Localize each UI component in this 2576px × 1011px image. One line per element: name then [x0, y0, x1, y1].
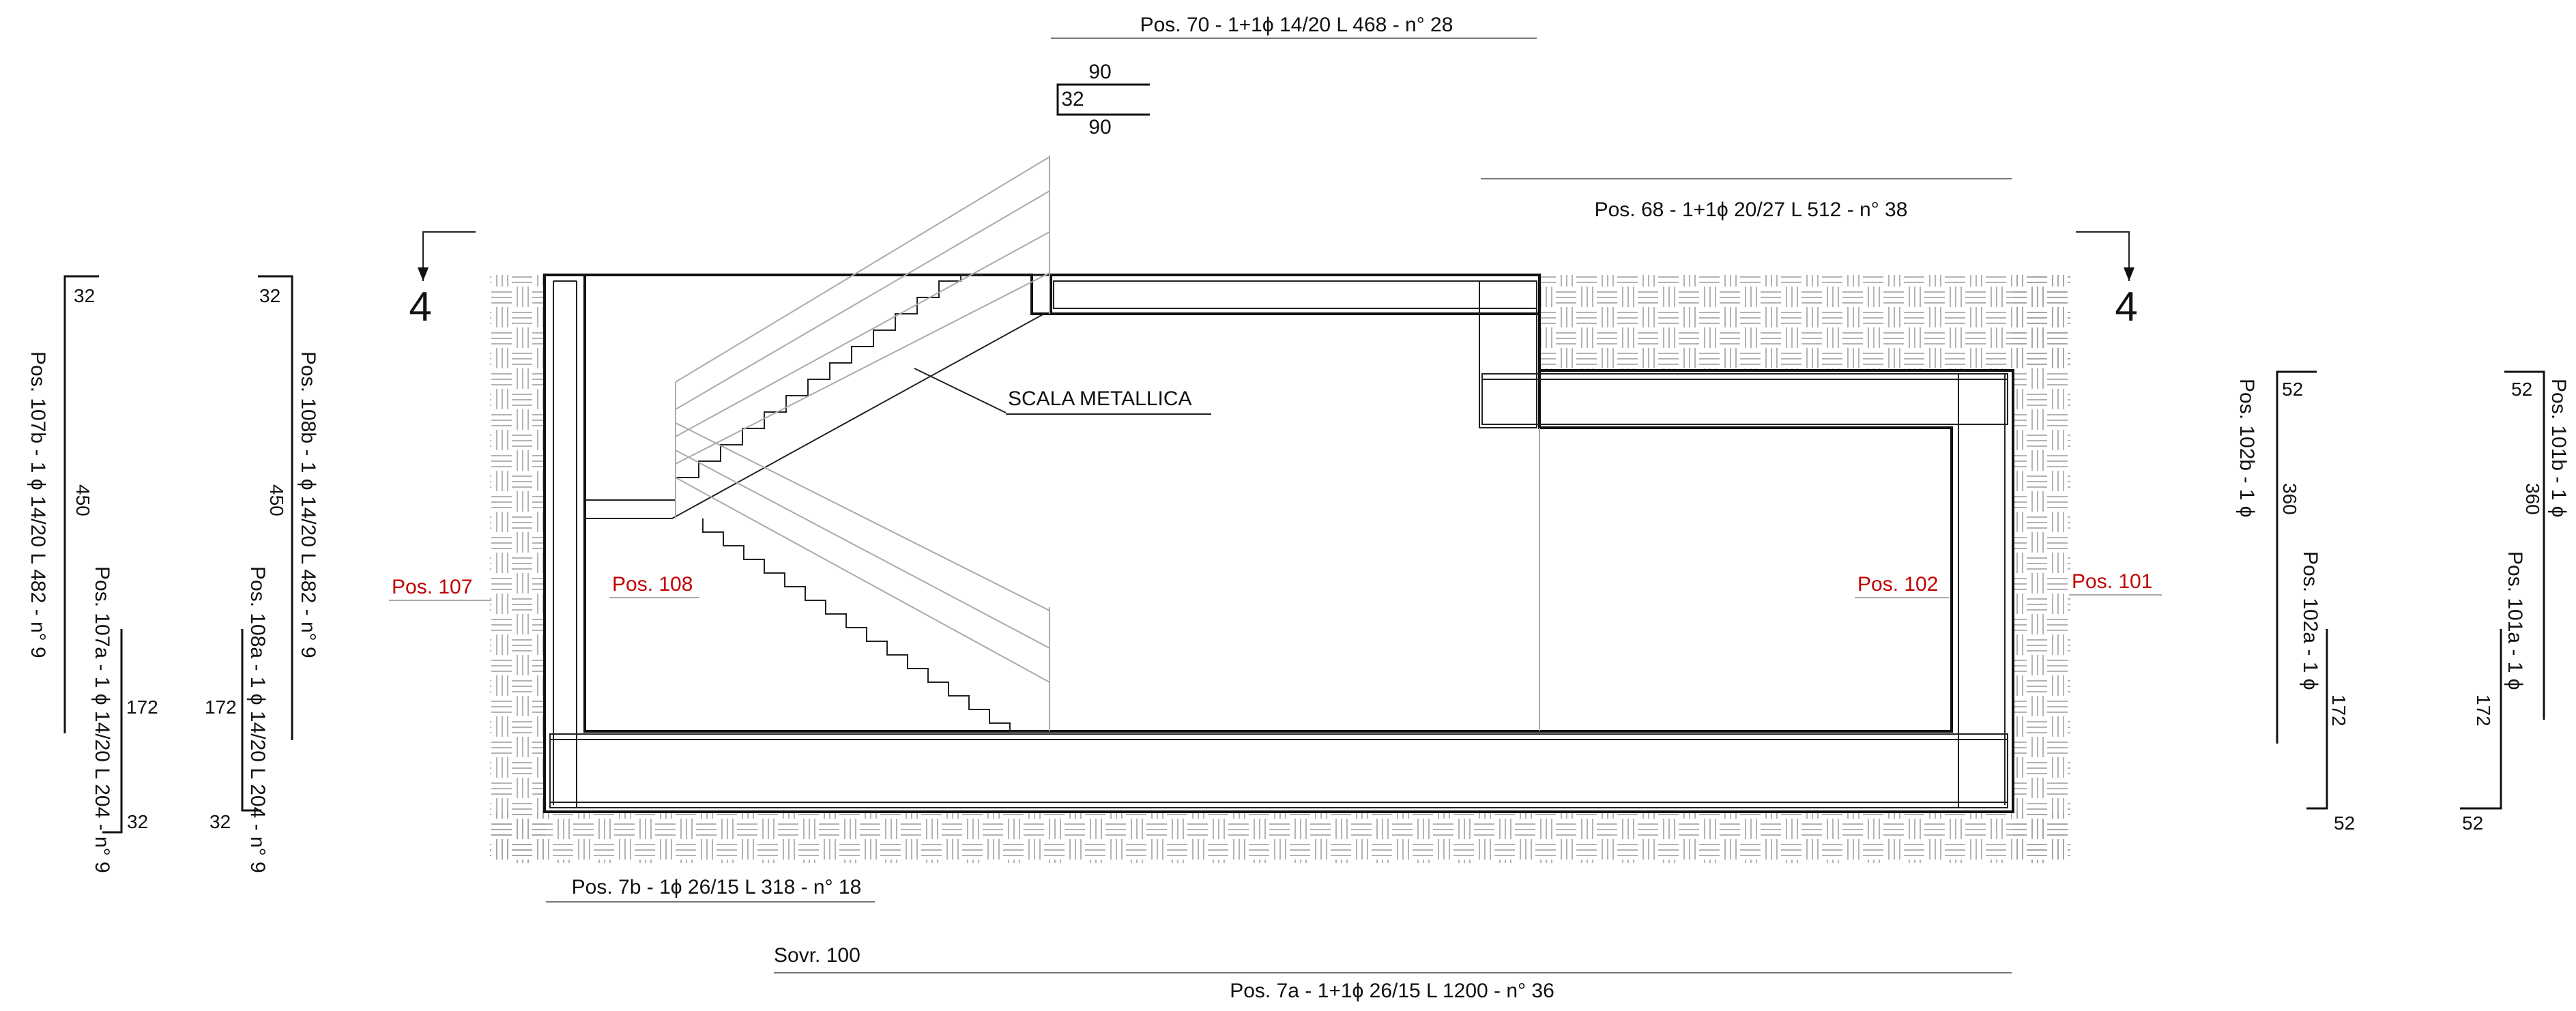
bar-108a-len: 172 — [205, 697, 237, 718]
bar-107a-shape — [102, 629, 123, 834]
soil-hatch-left — [490, 275, 546, 863]
pos102-label: Pos. 102 — [1857, 573, 1938, 596]
bar-102b-shape — [2276, 370, 2317, 744]
bar-101b-shape — [2504, 370, 2545, 720]
pos70-label: Pos. 70 - 1+1ϕ 14/20 L 468 - n° 28 — [1140, 14, 1453, 36]
bar-108b-label: Pos. 108b - 1 ϕ 14/20 L 482 - n° 9 — [297, 351, 319, 658]
bar-108b-len: 450 — [266, 484, 287, 516]
bar-102a-shape — [2306, 629, 2328, 810]
bar-107a: 172 32 Pos. 107a - 1 ϕ 14/20 L 204 - n° … — [91, 566, 158, 873]
bar-107b-shape — [63, 275, 99, 733]
upper-right-slab-rebar — [1481, 373, 2008, 425]
bar-107a-bottom-dim: 32 — [127, 811, 148, 832]
pos70-bar-shape: 90 32 90 — [1056, 61, 1150, 138]
bar-101a-label: Pos. 101a - 1 ϕ — [2504, 551, 2526, 690]
pos101-label: Pos. 101 — [2072, 570, 2152, 593]
sovr-label: Sovr. 100 — [774, 944, 860, 967]
scala-metallica-label: SCALA METALLICA — [1008, 387, 1192, 410]
soil-hatch — [490, 275, 2070, 863]
scala-leader — [914, 368, 1007, 413]
bar-101a-bottom-dim: 52 — [2462, 812, 2483, 834]
bar-101b-top-dim: 52 — [2511, 379, 2532, 400]
bar-102b: 52 360 Pos. 102b - 1 ϕ — [2235, 370, 2317, 744]
stair-handrail-2 — [675, 190, 1050, 410]
section-marker-left: 4 — [409, 231, 476, 329]
dim-90-top: 90 — [1088, 61, 1111, 83]
bar-101b: 52 360 Pos. 101b - 1 ϕ — [2504, 370, 2570, 720]
upper-stair-treads — [585, 274, 983, 501]
sovr-callout: Sovr. 100 — [774, 944, 860, 967]
bar-101a-shape — [2460, 629, 2502, 810]
bar-108a-shape — [241, 629, 261, 812]
metal-stair: SCALA METALLICA — [585, 156, 1211, 732]
bar-101a-len: 172 — [2473, 694, 2494, 727]
pos7a-label: Pos. 7a - 1+1ϕ 26/15 L 1200 - n° 36 — [1230, 980, 1554, 1002]
bar-108a-bottom-dim: 32 — [209, 811, 231, 832]
bar-102a-len: 172 — [2328, 694, 2349, 727]
soil-hatch-bottom — [490, 812, 2070, 863]
section-right-arrow-icon — [2124, 267, 2134, 281]
bar-107a-label: Pos. 107a - 1 ϕ 14/20 L 204 - n° 9 — [91, 566, 113, 873]
pos68-callout: Pos. 68 - 1+1ϕ 20/27 L 512 - n° 38 — [1481, 178, 2012, 221]
bar-102a-bottom-dim: 52 — [2334, 812, 2355, 834]
bar-101a: 172 52 Pos. 101a - 1 ϕ — [2460, 551, 2526, 834]
bar-107b: 32 450 Pos. 107b - 1 ϕ 14/20 L 482 - n° … — [27, 275, 99, 733]
bar-108a: 172 32 Pos. 108a - 1 ϕ 14/20 L 204 - n° … — [205, 566, 269, 873]
pos68-label: Pos. 68 - 1+1ϕ 20/27 L 512 - n° 38 — [1595, 199, 1908, 221]
section-left-line — [422, 231, 476, 281]
pos108-label: Pos. 108 — [612, 573, 693, 596]
bar-101b-label: Pos. 101b - 1 ϕ — [2547, 379, 2570, 518]
section-marker-right: 4 — [2076, 231, 2138, 329]
inner-wall-outline — [583, 275, 1953, 733]
section-right-line — [2076, 231, 2130, 281]
bar-102a: 172 52 Pos. 102a - 1 ϕ — [2299, 551, 2355, 834]
bar-102a-label: Pos. 102a - 1 ϕ — [2299, 551, 2321, 690]
soil-hatch-right — [2013, 275, 2070, 863]
bar-102b-top-dim: 52 — [2282, 379, 2303, 400]
bar-107a-len: 172 — [126, 697, 158, 718]
lower-stair-treads — [702, 518, 1050, 732]
outer-wall-outline — [543, 274, 2014, 813]
stair-handrail-3 — [675, 231, 1050, 437]
pos70-callout: Pos. 70 - 1+1ϕ 14/20 L 468 - n° 28 — [1051, 14, 1537, 39]
pos7a-callout: Pos. 7a - 1+1ϕ 26/15 L 1200 - n° 36 — [774, 972, 2012, 1002]
red-position-labels: Pos. 107 Pos. 108 Pos. 102 Pos. 101 — [389, 570, 2162, 601]
bar-102b-label: Pos. 102b - 1 ϕ — [2235, 379, 2258, 518]
soil-hatch-top-right — [1539, 275, 2070, 370]
bar-107b-len: 450 — [72, 484, 93, 516]
pos7b-label: Pos. 7b - 1ϕ 26/15 L 318 - n° 18 — [572, 876, 862, 898]
upper-stair-stringer — [585, 313, 1045, 519]
bottom-slab-rebar — [549, 733, 2008, 808]
stair-handrail-4 — [675, 272, 1050, 465]
stair-handrail-6 — [675, 450, 1050, 649]
bar-107b-top-dim: 32 — [74, 285, 95, 306]
bar-108b-shape — [258, 275, 293, 740]
top-slab-rebar — [1053, 280, 1537, 309]
bar-108a-label: Pos. 108a - 1 ϕ 14/20 L 204 - n° 9 — [246, 566, 269, 873]
section-left-number: 4 — [409, 284, 431, 329]
section-left-arrow-icon — [418, 267, 429, 281]
pos7b-callout: Pos. 7b - 1ϕ 26/15 L 318 - n° 18 — [546, 876, 875, 903]
bar-107b-label: Pos. 107b - 1 ϕ 14/20 L 482 - n° 9 — [27, 351, 49, 658]
bar-108b-top-dim: 32 — [259, 285, 280, 306]
bar-108b: 32 450 Pos. 108b - 1 ϕ 14/20 L 482 - n° … — [258, 275, 319, 740]
stair-handrail-5 — [675, 477, 1050, 683]
dim-90-bottom: 90 — [1088, 116, 1111, 138]
stair-handrail-7 — [675, 422, 1050, 611]
bar-shape-outline — [1056, 83, 1150, 116]
section-right-number: 4 — [2115, 284, 2137, 329]
stair-handrail-1 — [675, 156, 1050, 383]
pos107-label: Pos. 107 — [392, 576, 472, 598]
bar-102b-len: 360 — [2279, 483, 2300, 515]
bar-101b-len: 360 — [2522, 483, 2543, 515]
step-block-rebar — [1479, 280, 1537, 428]
dim-32: 32 — [1061, 88, 1084, 111]
concrete-structure — [543, 274, 2014, 813]
